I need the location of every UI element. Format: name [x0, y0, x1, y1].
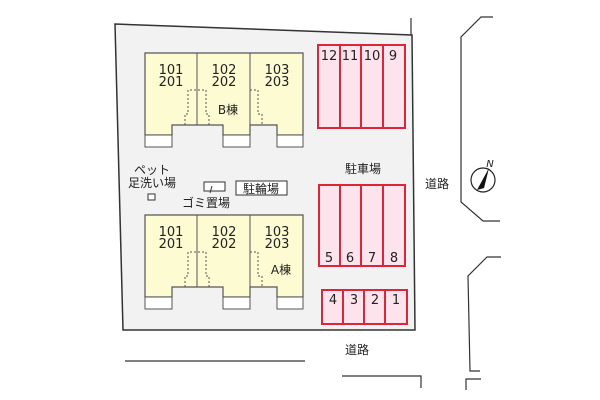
- parking-space-5: 5: [325, 251, 333, 266]
- unit-a-201: 201: [159, 237, 184, 252]
- parking-space-6: 6: [346, 251, 354, 266]
- unit-b-103: 103: [265, 63, 290, 78]
- parking-space-11: 11: [342, 49, 359, 64]
- unit-b-203: 203: [265, 75, 290, 90]
- pet-wash-icon: [147, 193, 156, 201]
- unit-a-202: 202: [212, 237, 237, 252]
- unit-b-102: 102: [212, 63, 237, 78]
- parking-space-7: 7: [368, 251, 376, 266]
- pet-wash-label-line1: ペット: [134, 163, 170, 177]
- parking-label: 駐車場: [345, 161, 381, 176]
- pet-wash-label-line2: 足洗い場: [128, 176, 176, 190]
- parking-top-row: [317, 44, 406, 129]
- unit-b-101: 101: [159, 63, 184, 78]
- parking-space-8: 8: [390, 251, 398, 266]
- unit-b-201: 201: [159, 75, 184, 90]
- unit-b-202: 202: [212, 75, 237, 90]
- parking-space-4: 4: [329, 293, 337, 308]
- building-b-label: B棟: [218, 102, 238, 117]
- unit-a-101: 101: [159, 225, 184, 240]
- parking-space-10: 10: [364, 49, 381, 64]
- parking-space-12: 12: [321, 49, 338, 64]
- garbage-area-label: ゴミ置場: [182, 195, 230, 210]
- road-label-south: 道路: [345, 342, 369, 357]
- building-b: [144, 52, 304, 148]
- bicycle-parking-label: 駐輪場: [243, 181, 279, 196]
- building-a-label: A棟: [271, 262, 291, 277]
- parking-space-2: 2: [371, 293, 379, 308]
- garbage-area-box: [203, 181, 226, 192]
- unit-a-103: 103: [265, 225, 290, 240]
- unit-a-203: 203: [265, 237, 290, 252]
- bicycle-parking-box: [235, 180, 288, 196]
- compass-north-label: N: [486, 159, 494, 170]
- road-lines: [125, 16, 501, 390]
- building-a: [144, 214, 304, 310]
- parking-bottom-row: [321, 289, 408, 325]
- parking-middle-row: [318, 184, 406, 267]
- unit-a-102: 102: [212, 225, 237, 240]
- road-label-east: 道路: [425, 176, 449, 191]
- north-compass-icon: [470, 167, 496, 193]
- parking-space-9: 9: [389, 49, 397, 64]
- parking-space-3: 3: [350, 293, 358, 308]
- parking-space-1: 1: [392, 293, 400, 308]
